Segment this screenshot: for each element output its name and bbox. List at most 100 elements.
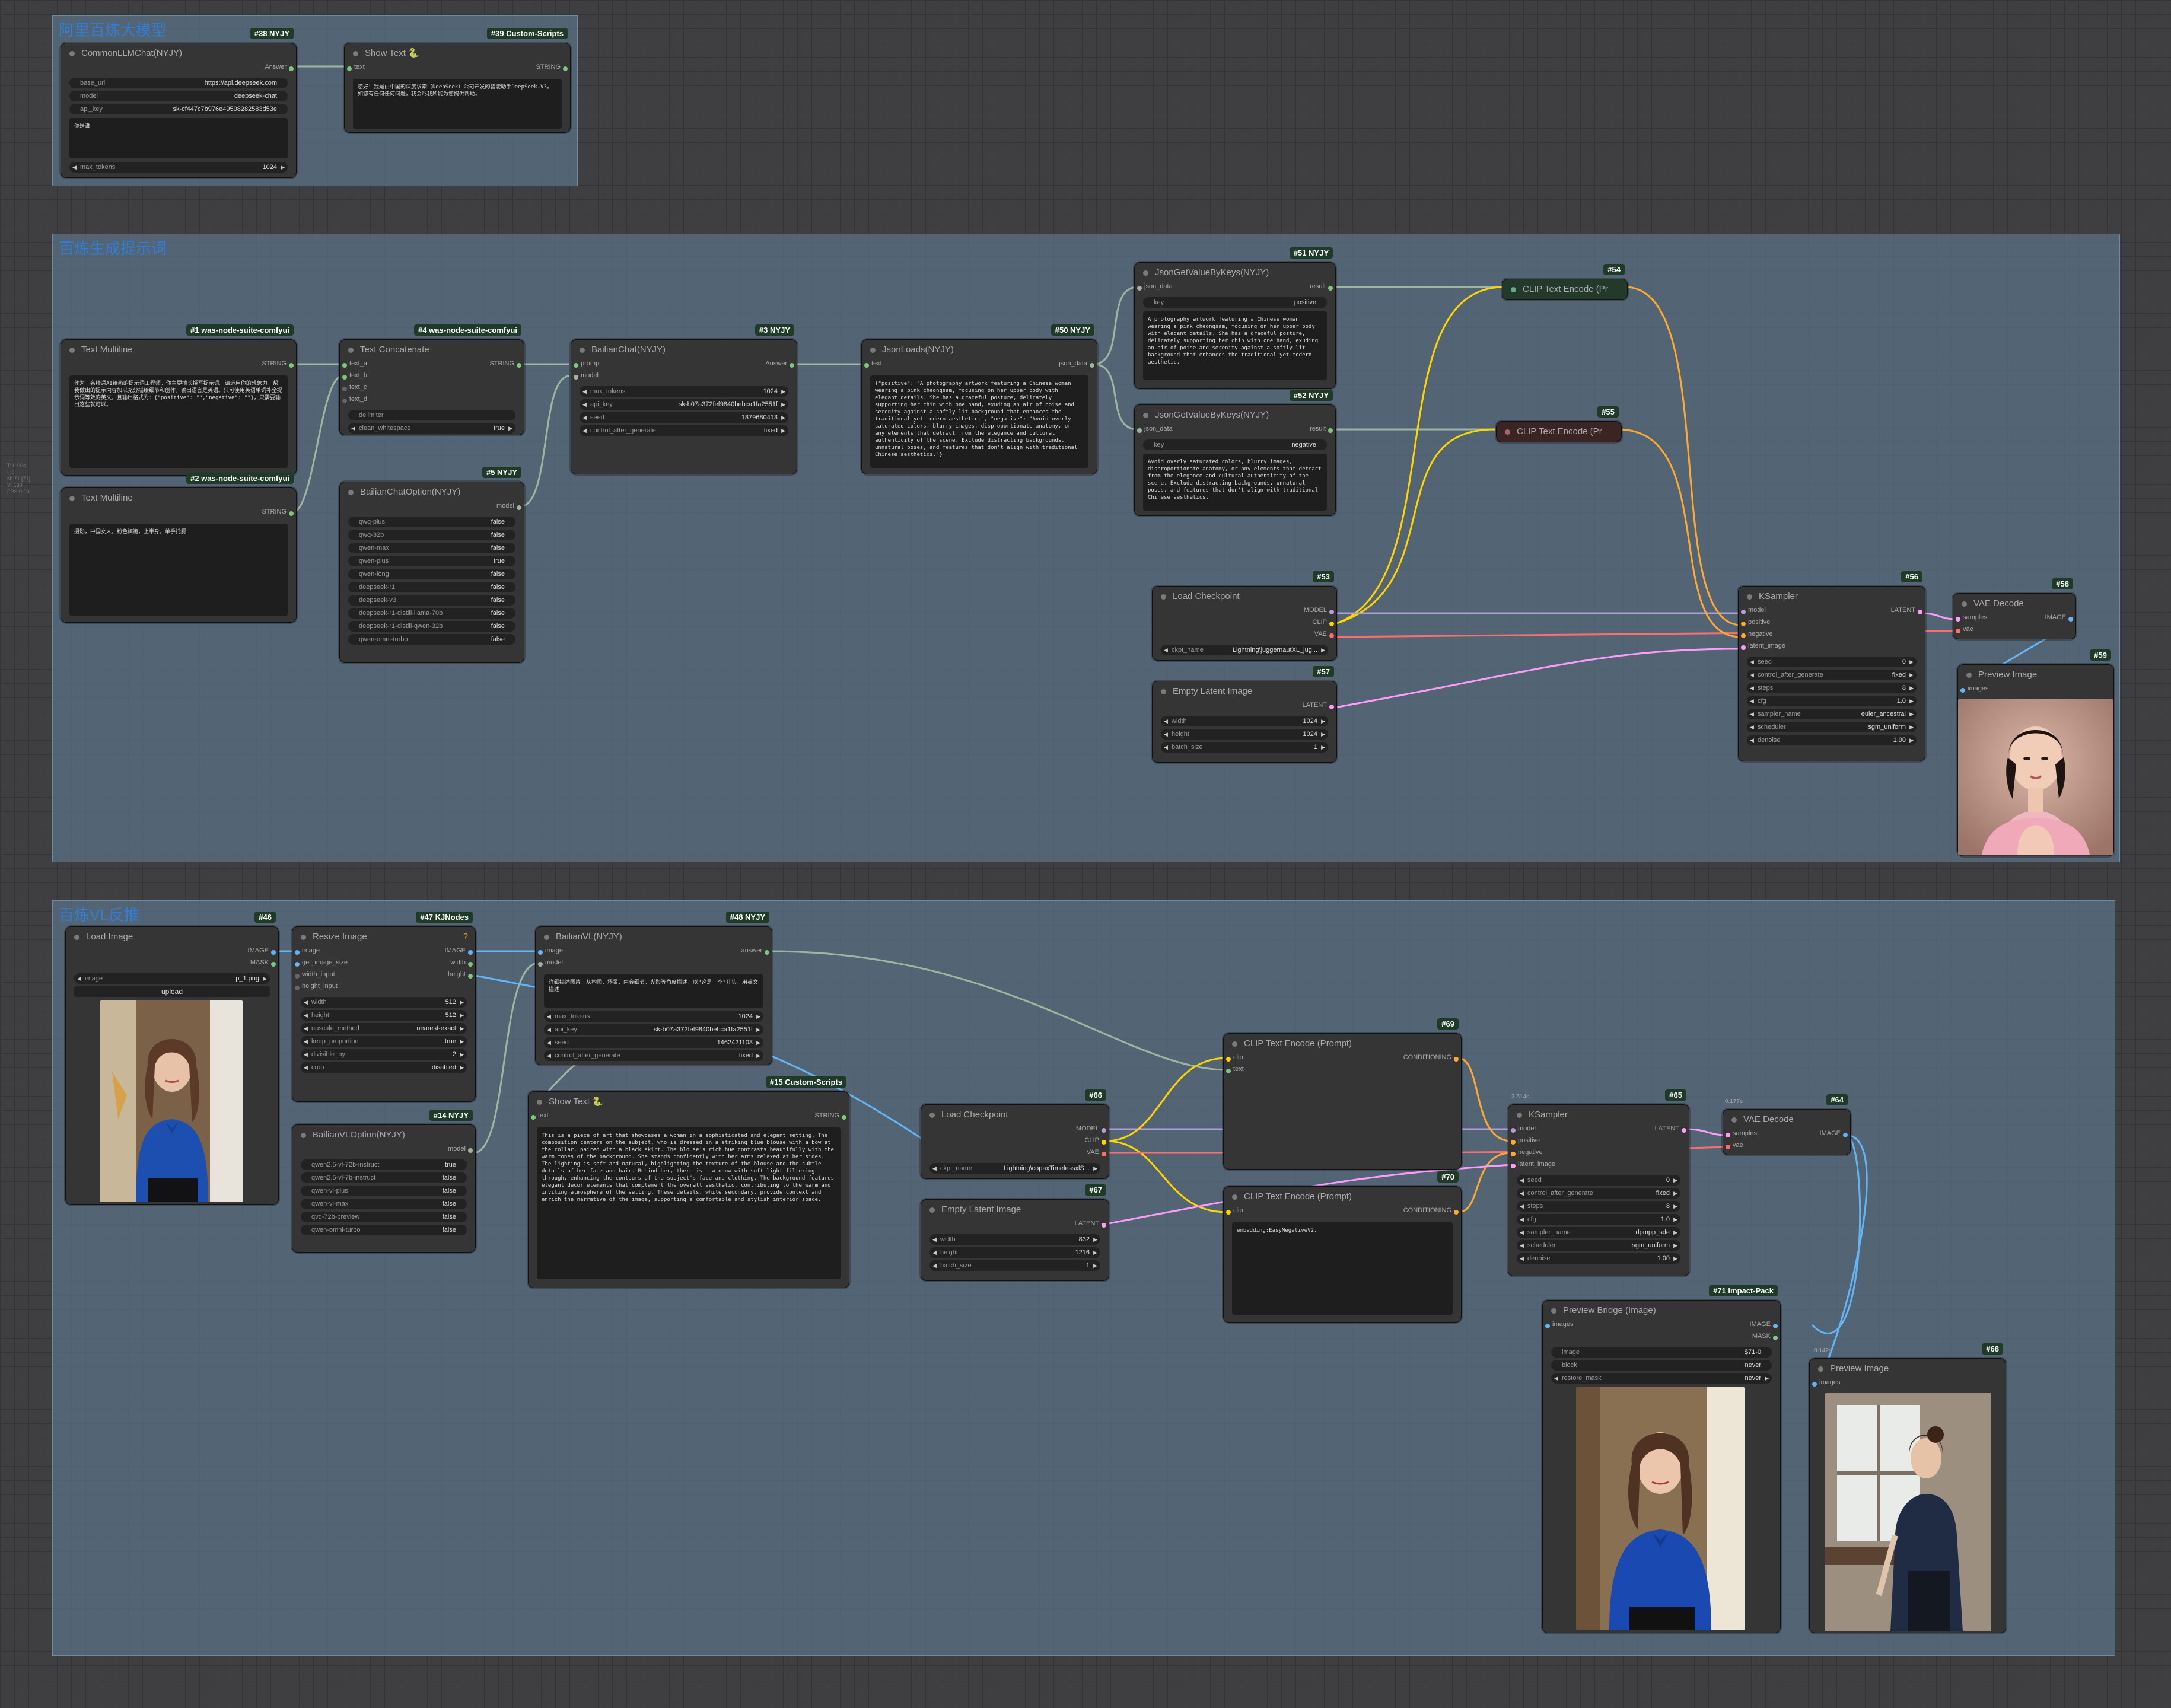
widget-delimiter[interactable]: delimiter (348, 410, 515, 420)
widget-image[interactable]: image$71-0 (1551, 1347, 1772, 1358)
node-bailian-chat-option[interactable]: BailianChatOption(NYJY) #5 NYJY model qw… (339, 467, 524, 663)
node-text-multiline-2[interactable]: Text Multiline #2 was-node-suite-comfyui… (61, 473, 297, 623)
node-common-llm-chat[interactable]: CommonLLMChat(NYJY) #38 NYJY Answer base… (61, 28, 297, 178)
node-json-get-negative[interactable]: JsonGetValueByKeys(NYJY) #52 NYJY json_d… (1134, 390, 1336, 516)
node-load-checkpoint-1[interactable]: Load Checkpoint #53 MODEL CLIP VAE ◀ckpt… (1152, 571, 1337, 661)
node-text-concatenate[interactable]: Text Concatenate #4 was-node-suite-comfy… (339, 324, 524, 435)
negative-prompt[interactable]: embedding:EasyNegativeV2, (1232, 1222, 1453, 1315)
bridge-preview-image[interactable] (1576, 1387, 1745, 1630)
node-clip-text-encode-positive[interactable]: CLIP Text Encode (Pr #54 (1502, 264, 1628, 300)
node-bailian-vl-option[interactable]: BailianVLOption(NYJY) #14 NYJY model qwe… (292, 1110, 476, 1253)
text-input[interactable]: 摄影，中国女人，粉色旗袍，上半身，单手托腮 (69, 524, 288, 616)
node-preview-image-1[interactable]: Preview Image #59 images (1957, 649, 2114, 856)
prompt-textarea[interactable]: 你是谁 (69, 118, 288, 158)
node-load-checkpoint-2[interactable]: Load Checkpoint #66 MODEL CLIP VAE ◀ckpt… (921, 1089, 1109, 1179)
node-preview-bridge[interactable]: Preview Bridge (Image) #71 Impact-Pack i… (1542, 1285, 1781, 1633)
node-text-multiline-1[interactable]: Text Multiline #1 was-node-suite-comfyui… (61, 324, 297, 476)
node-preview-image-2[interactable]: Preview Image #68 images (1809, 1343, 2006, 1633)
node-json-get-positive[interactable]: JsonGetValueByKeys(NYJY) #51 NYJY json_d… (1134, 247, 1336, 389)
node-clip-text-encode-negative[interactable]: CLIP Text Encode (Pr #55 (1496, 406, 1622, 442)
preview-image[interactable] (1958, 699, 2113, 855)
upload-button[interactable]: upload (74, 986, 270, 997)
preview-image[interactable] (1825, 1393, 1991, 1631)
text-input[interactable]: 作为一名精通AI绘画的提示词工程师，你主要擅长撰写提示词。请运用你的想象力，帮我… (69, 375, 288, 468)
vl-prompt[interactable]: 详细描述图片，从构图，场景，内容细节，光影等角度描述，以"这是一个"开头，用英文… (544, 974, 763, 1008)
